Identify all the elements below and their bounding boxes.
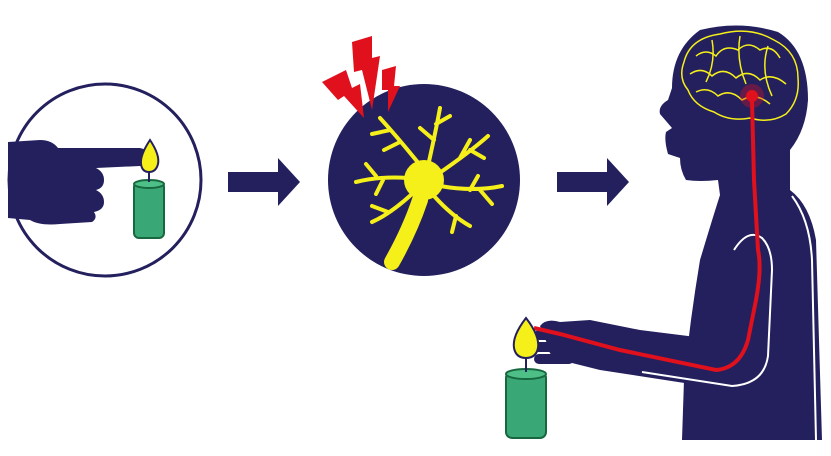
touch-panel [7, 82, 203, 278]
pointing-hand-icon [8, 140, 150, 225]
pain-signal-brain-glow [740, 84, 764, 108]
nerve-signal-path [533, 99, 762, 373]
torso-outline [791, 195, 817, 441]
neuron-panel [322, 36, 520, 276]
held-candle-flame-icon [512, 316, 540, 360]
flame-icon [139, 138, 160, 174]
right-arrow-icon [228, 158, 300, 206]
arm-outline [641, 234, 774, 388]
neuron-icon [354, 106, 504, 270]
human-silhouette [659, 25, 822, 440]
pain-bolts-icon [322, 36, 400, 118]
held-candle-icon [505, 358, 547, 439]
human-panel [532, 25, 822, 441]
human-arm [540, 247, 775, 390]
right-arrow-icon [557, 158, 629, 206]
candle-icon [133, 172, 165, 239]
hand-fingers [532, 330, 574, 364]
